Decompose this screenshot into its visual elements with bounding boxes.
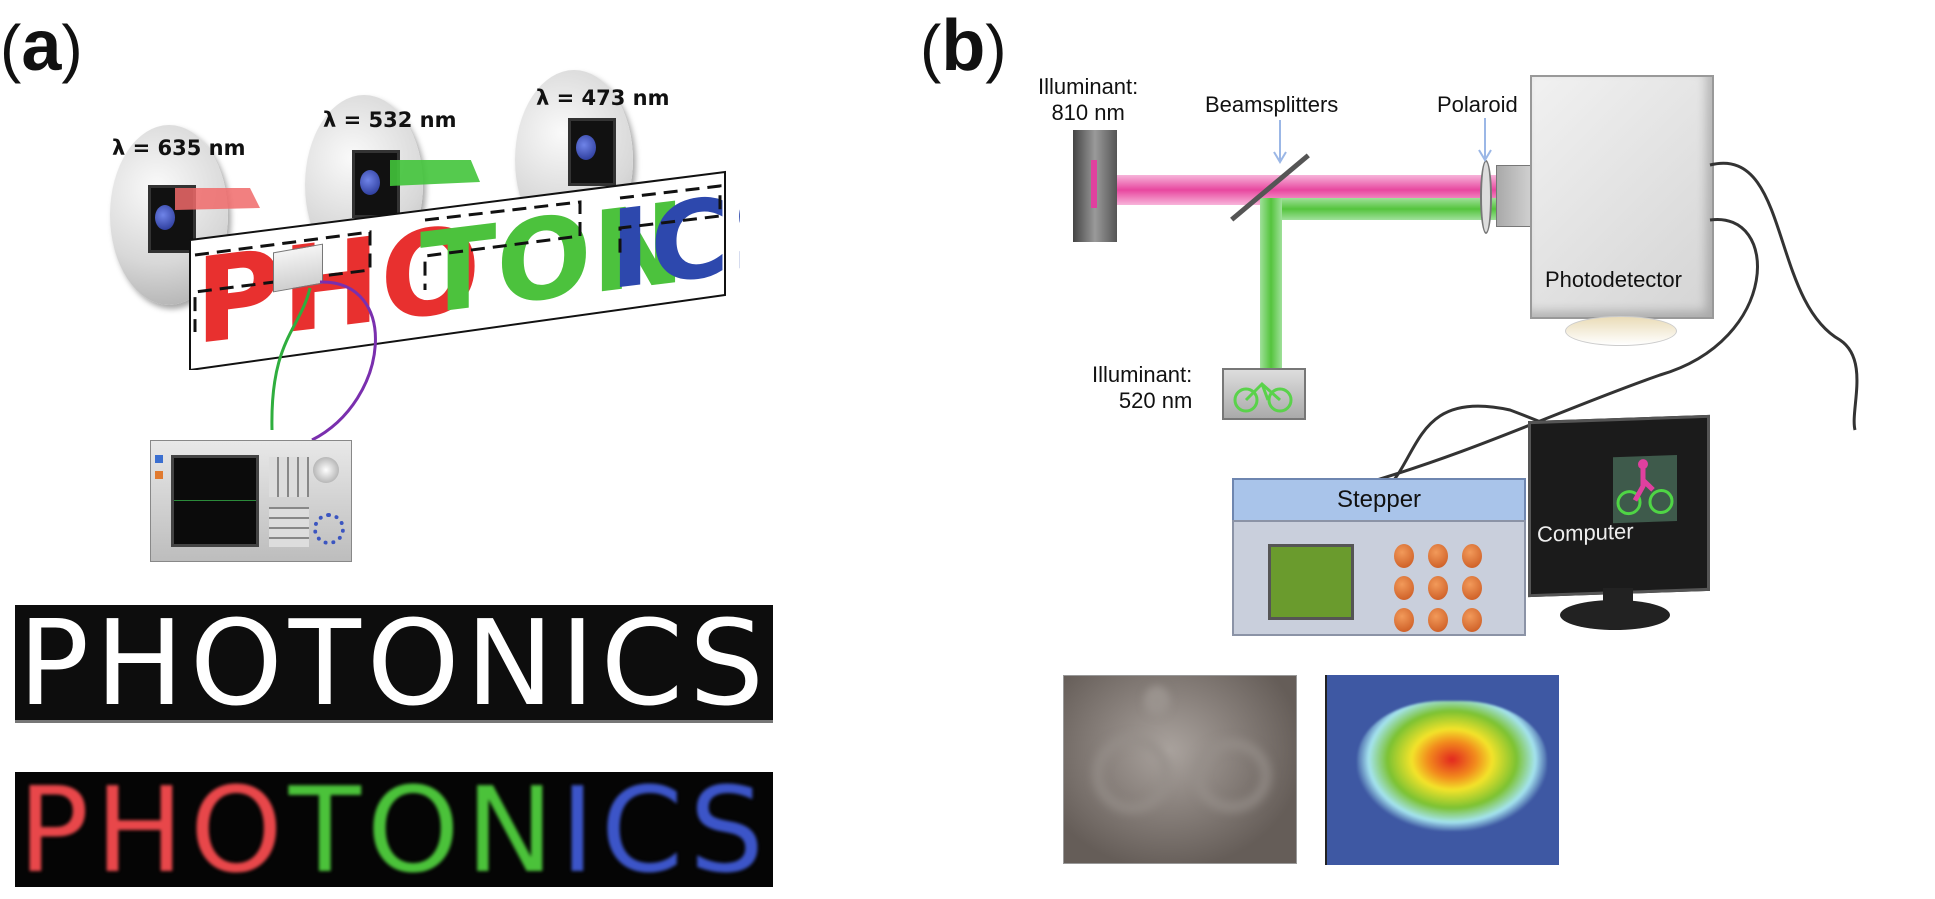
scope-knob — [313, 457, 339, 483]
result-segment-ton: TON — [288, 760, 560, 899]
wavelength-label-red: λ = 635 nm — [112, 136, 246, 160]
stepper-keypad — [1394, 544, 1482, 632]
illuminant-520-wavelength: 520 nm — [1118, 388, 1193, 413]
projected-segment-ics: ICS — [610, 163, 740, 314]
illuminant-810-title: Illuminant: — [1038, 74, 1139, 99]
oscilloscope-screen — [171, 455, 259, 547]
projected-segment-ton: TON — [420, 177, 685, 340]
laser-green-lens — [360, 170, 380, 195]
stepper-header: Stepper — [1232, 478, 1526, 522]
photodetector-label: Photodetector — [1545, 267, 1682, 292]
bicycle-icon — [1233, 381, 1293, 413]
stepper-button — [1462, 576, 1482, 600]
scope-trace — [174, 500, 256, 501]
target-banner-text: PHOTONICS — [17, 593, 771, 732]
stepper-body — [1232, 520, 1526, 636]
cable-detector-computer — [1709, 161, 1859, 431]
illuminant-520-source — [1222, 368, 1306, 420]
beamsplitters-label: Beamsplitters — [1205, 92, 1339, 117]
illuminant-810-label: Illuminant: 810 nm — [1038, 74, 1138, 126]
stepper-button — [1428, 576, 1448, 600]
red-beam — [175, 188, 260, 210]
stepper-button — [1394, 544, 1414, 568]
stepper-button — [1428, 608, 1448, 632]
beamsplitter-arrow — [1273, 120, 1287, 164]
scope-button-orange — [155, 471, 163, 479]
monitor-image — [1613, 454, 1677, 524]
illuminant-810-source — [1073, 130, 1117, 242]
oscilloscope — [150, 440, 352, 562]
target-banner: PHOTONICS — [15, 593, 773, 732]
stepper-button — [1462, 608, 1482, 632]
computer-monitor: Computer — [1528, 414, 1710, 598]
illuminant-520-label: Illuminant: 520 nm — [1092, 362, 1192, 414]
illuminant-810-wavelength: 810 nm — [1051, 100, 1125, 125]
stepper-button — [1394, 608, 1414, 632]
cable-detector-stepper — [1371, 218, 1759, 480]
green-beam-horizontal — [1265, 198, 1525, 220]
intensity-map — [1357, 701, 1547, 831]
wavelength-label-green: λ = 532 nm — [323, 108, 457, 132]
monitor-base — [1560, 600, 1670, 630]
stepper-button — [1428, 544, 1448, 568]
stepper-button — [1394, 576, 1414, 600]
detector-cables — [270, 280, 377, 442]
stepper-button — [1462, 544, 1482, 568]
cyclist-icon — [1616, 459, 1674, 516]
photodetector-lens — [1496, 165, 1532, 227]
photodetector-stand — [1565, 316, 1677, 346]
raster-scan-path — [193, 184, 722, 332]
scope-keypad-2 — [269, 507, 309, 547]
scope-dial — [313, 513, 345, 545]
panel-b-close-paren: ) — [985, 12, 1007, 84]
panel-a-label: (a) — [0, 10, 83, 82]
polaroid-label: Polaroid — [1437, 92, 1518, 117]
result-segment-ics: ICS — [559, 760, 771, 899]
wavelength-label-blue: λ = 473 nm — [536, 86, 670, 110]
screen-frame — [189, 170, 726, 370]
green-beam — [390, 160, 480, 186]
computer-label: Computer — [1537, 518, 1634, 547]
panel-a-letter: a — [21, 6, 62, 86]
grayscale-reconstruction — [1063, 675, 1297, 864]
green-cable — [270, 287, 312, 431]
panel-a-open-paren: ( — [0, 12, 22, 84]
illuminant-520-title: Illuminant: — [1092, 362, 1193, 387]
laser-blue-lens — [576, 135, 596, 160]
polaroid-filter — [1480, 160, 1492, 234]
stepper-display — [1268, 544, 1354, 620]
panel-b-label: (b) — [920, 10, 1007, 82]
wheel-blur-left — [1094, 736, 1170, 812]
stepper-label: Stepper — [1336, 486, 1422, 513]
wheel-blur-right — [1194, 740, 1270, 811]
false-color-reconstruction — [1325, 675, 1559, 865]
scope-keypad — [269, 457, 309, 497]
green-beam-vertical — [1260, 198, 1282, 370]
cyclist-head-blur — [1144, 686, 1170, 716]
polaroid-arrow — [1478, 118, 1492, 162]
panel-b-open-paren: ( — [920, 12, 942, 84]
person-silhouette-icon — [1091, 160, 1097, 208]
scope-button-blue — [155, 455, 163, 463]
panel-a-close-paren: ) — [61, 12, 83, 84]
panel-b-letter: b — [941, 6, 986, 86]
photodetector-body — [1530, 75, 1714, 319]
laser-red-lens — [155, 205, 175, 230]
result-segment-pho: PHO — [17, 760, 289, 899]
purple-cable — [311, 280, 377, 442]
